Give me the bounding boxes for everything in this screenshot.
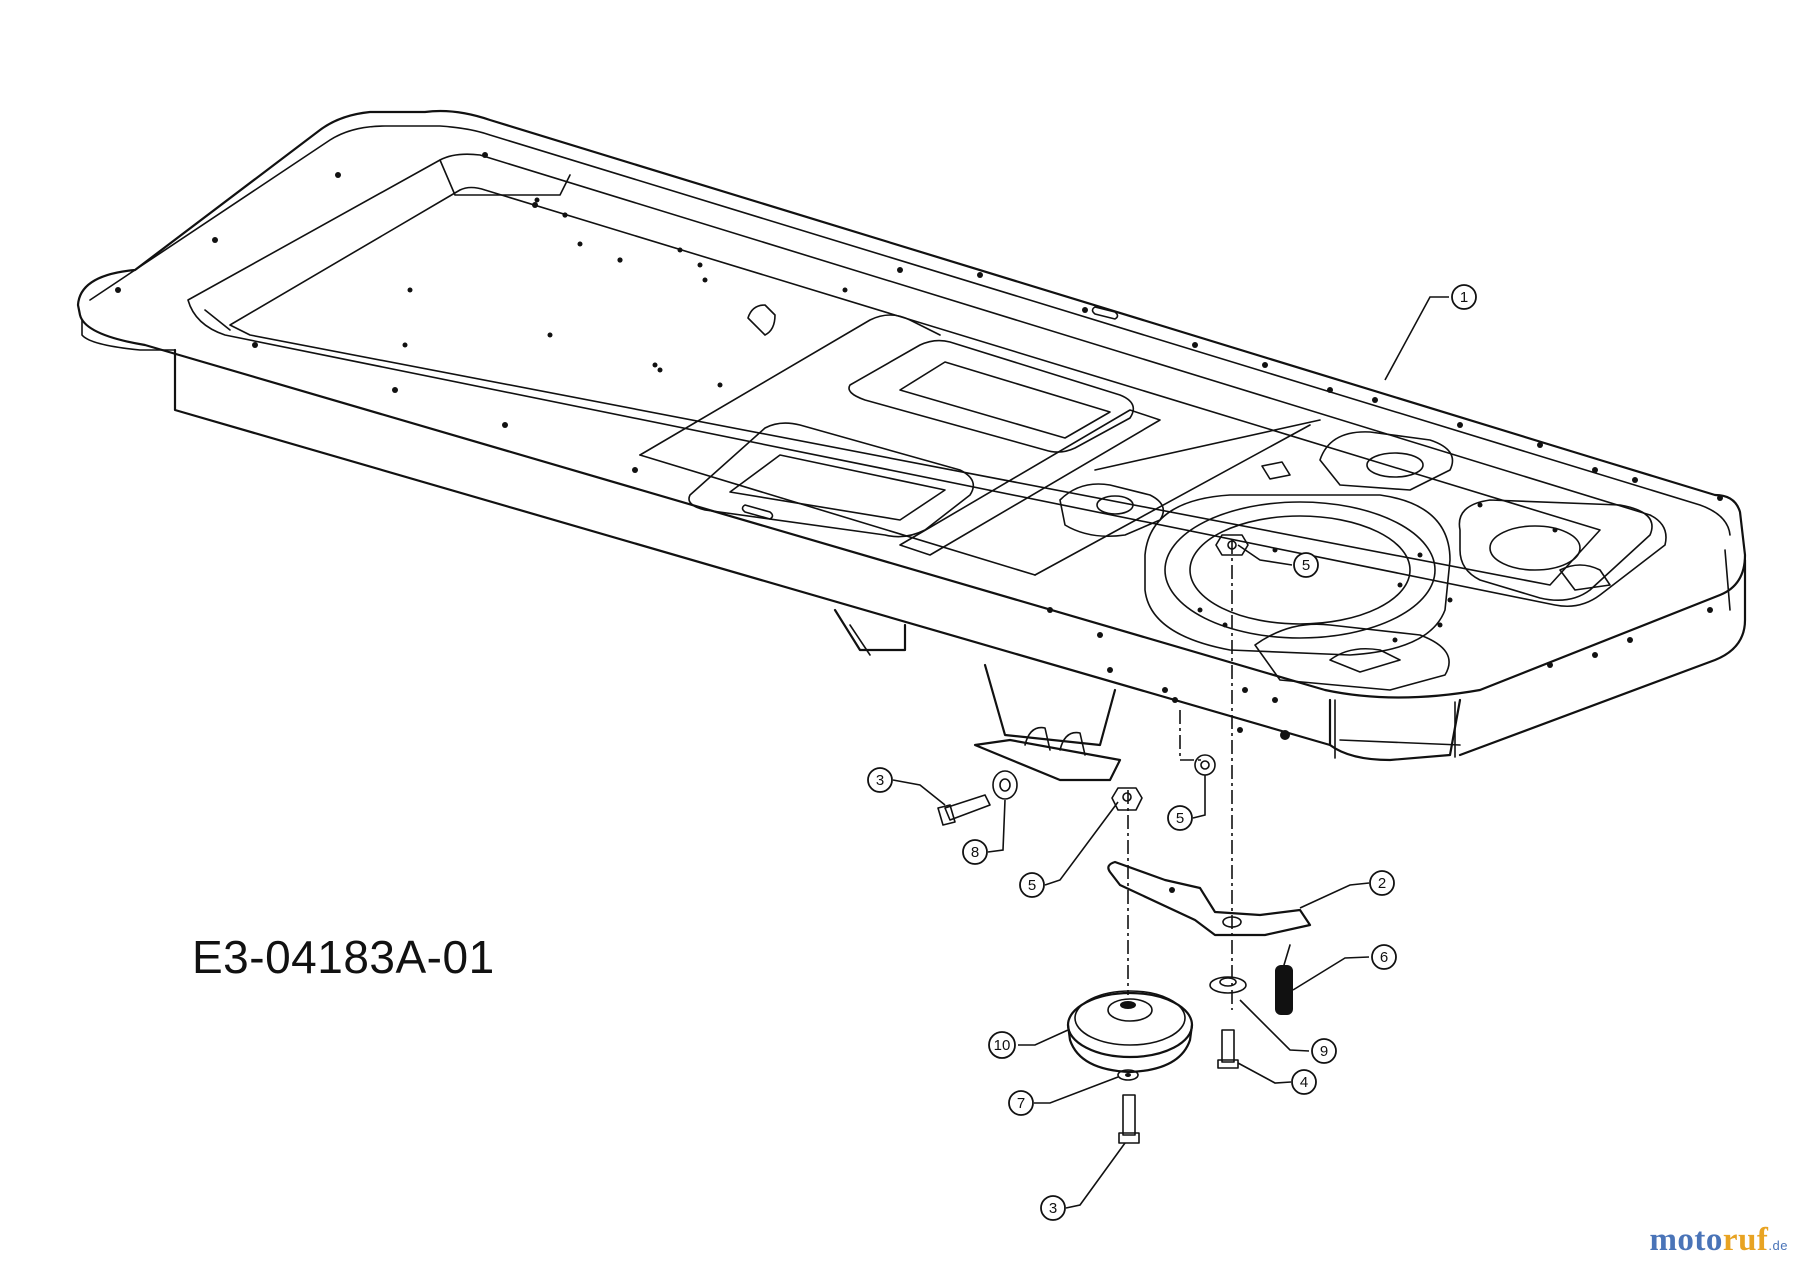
- callout-label: 5: [1302, 557, 1310, 574]
- callout-label: 9: [1320, 1043, 1328, 1060]
- callout-label: 3: [876, 772, 884, 789]
- callout-9: 9: [1311, 1038, 1337, 1064]
- logo-tld: .de: [1768, 1238, 1788, 1253]
- drawing-code: E3-04183A-01: [192, 931, 495, 983]
- bolt-upper: [937, 794, 991, 826]
- spring: [1275, 944, 1293, 1015]
- callout-label: 5: [1176, 810, 1184, 827]
- callout-8: 8: [962, 839, 988, 865]
- leader-lines: [892, 296, 1449, 1209]
- callout-label: 3: [1049, 1200, 1057, 1217]
- callout-label: 6: [1380, 949, 1388, 966]
- spacer: [992, 770, 1018, 800]
- callout-label: 7: [1017, 1095, 1025, 1112]
- callout-label: 8: [971, 844, 979, 861]
- callout-label: 2: [1378, 875, 1386, 892]
- assembly-centerlines: [1127, 540, 1233, 1010]
- callout-label: 4: [1300, 1074, 1308, 1091]
- callout-2: 2: [1369, 870, 1395, 896]
- logo-part-2: ruf: [1722, 1222, 1769, 1258]
- flat-idler: [1209, 976, 1247, 994]
- callout-5-top: 5: [1293, 552, 1319, 578]
- callout-1: 1: [1451, 284, 1477, 310]
- callout-3-upper: 3: [867, 767, 893, 793]
- callout-label: 10: [994, 1037, 1011, 1054]
- callout-label: 1: [1460, 289, 1468, 306]
- bolt-lower: [1118, 1094, 1140, 1144]
- nut-top: [1215, 534, 1249, 556]
- callout-4: 4: [1291, 1069, 1317, 1095]
- callout-5-right: 5: [1167, 805, 1193, 831]
- callout-5-middle: 5: [1019, 872, 1045, 898]
- idler-pulley: [1066, 990, 1194, 1074]
- washer: [1117, 1069, 1139, 1081]
- nut-right: [1194, 754, 1216, 776]
- callouts: 1 5 3 8 5 5 2 6: [867, 284, 1477, 1221]
- logo-part-1: moto: [1649, 1222, 1723, 1258]
- idler-arm: [1107, 860, 1312, 937]
- shoulder-bolt: [1217, 1029, 1239, 1069]
- callout-3-lower: 3: [1040, 1195, 1066, 1221]
- callout-7: 7: [1008, 1090, 1034, 1116]
- callout-6: 6: [1371, 944, 1397, 970]
- callout-10: 10: [988, 1031, 1016, 1059]
- watermark-logo: motoruf.de: [1649, 1222, 1788, 1259]
- callout-label: 5: [1028, 877, 1036, 894]
- nut-middle: [1111, 787, 1143, 811]
- frame-platform: [76, 109, 1747, 782]
